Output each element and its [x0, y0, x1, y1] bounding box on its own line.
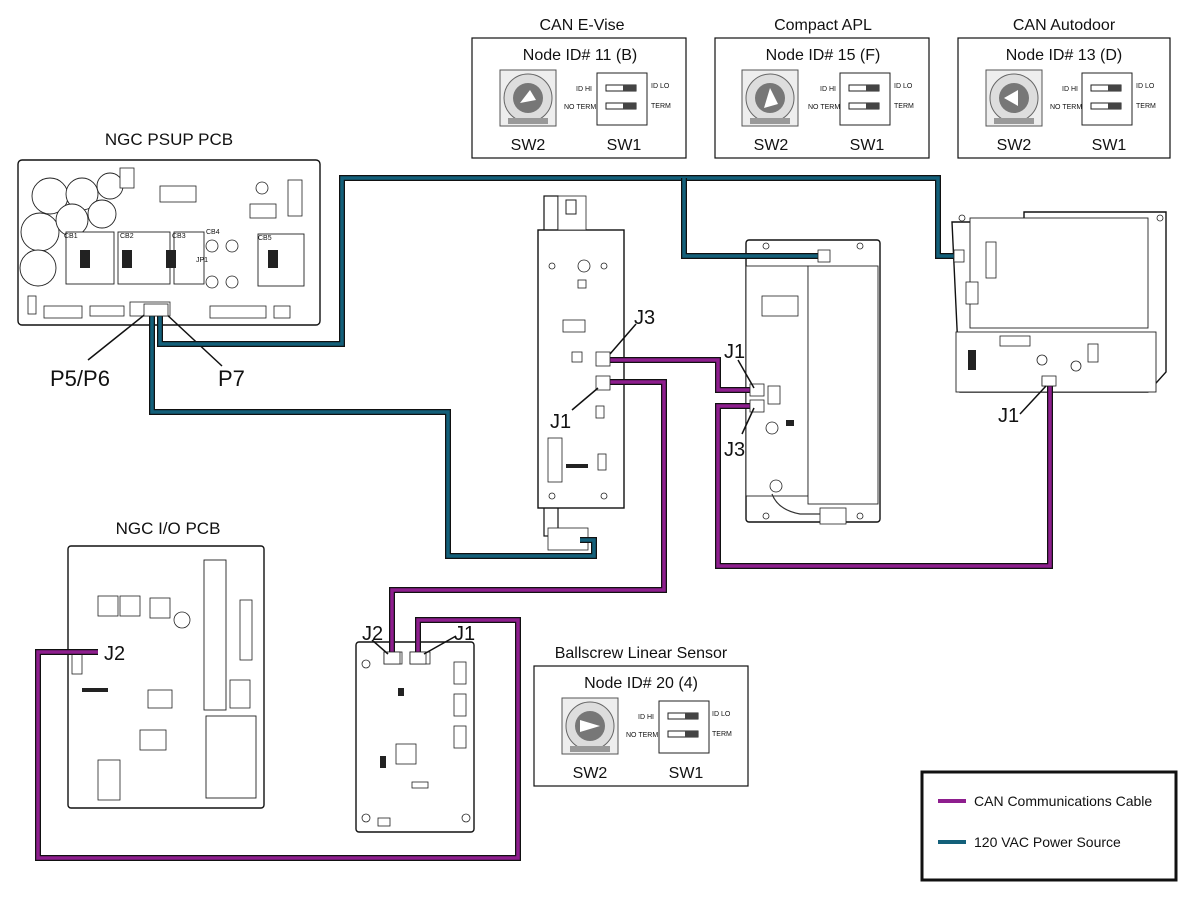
evise-assembly — [537, 195, 625, 551]
sw2-label: SW2 — [997, 137, 1032, 154]
legend-power-label: 120 VAC Power Source — [974, 834, 1121, 850]
p7-label: P7 — [218, 366, 245, 391]
evise-j3-label: J3 — [634, 307, 655, 329]
linear-j2-label: J2 — [362, 623, 383, 645]
node-id-label: Node ID# 11 (B) — [523, 47, 637, 64]
node-box-evise: CAN E-Vise Node ID# 11 (B) ID HI NO TERM… — [471, 17, 687, 159]
no-term-label: NO TERM — [564, 104, 596, 111]
node-id-label: Node ID# 13 (D) — [1006, 47, 1123, 64]
id-hi-label: ID HI — [576, 86, 592, 93]
term-label: TERM — [894, 103, 914, 110]
psup-cb3-label: CB3 — [172, 233, 186, 240]
sw2-label: SW2 — [754, 137, 789, 154]
dip-switch-sw1[interactable] — [1081, 72, 1133, 126]
no-term-label: NO TERM — [626, 732, 658, 739]
autodoor-assembly — [951, 211, 1167, 393]
id-lo-label: ID LO — [894, 83, 913, 90]
sw1-label: SW1 — [607, 137, 642, 154]
id-lo-label: ID LO — [1136, 83, 1155, 90]
psup-jp1-label: JP1 — [196, 257, 208, 264]
term-label: TERM — [712, 731, 732, 738]
evise-j1-label: J1 — [550, 411, 571, 433]
psup-cb2-label: CB2 — [120, 233, 134, 240]
psup-title: NGC PSUP PCB — [105, 130, 233, 149]
id-lo-label: ID LO — [651, 83, 670, 90]
node-id-label: Node ID# 20 (4) — [584, 675, 698, 692]
io-title: NGC I/O PCB — [116, 519, 221, 538]
psup-cb1-label: CB1 — [64, 233, 78, 240]
linear-j1-label: J1 — [454, 623, 475, 645]
node-box-apl: Compact APL Node ID# 15 (F) ID HI NO TER… — [714, 17, 930, 159]
id-hi-label: ID HI — [820, 86, 836, 93]
apl-j3-label: J3 — [724, 439, 745, 461]
sw1-label: SW1 — [850, 137, 885, 154]
io-pcb — [67, 545, 265, 809]
dip-switch-sw1[interactable] — [839, 72, 891, 126]
sw1-label: SW1 — [669, 765, 704, 782]
apl-j1-label: J1 — [724, 341, 745, 363]
term-label: TERM — [1136, 103, 1156, 110]
node-box-title: Ballscrew Linear Sensor — [555, 645, 728, 662]
sw2-label: SW2 — [511, 137, 546, 154]
rotary-switch-sw2[interactable] — [499, 69, 557, 127]
node-box-title: CAN Autodoor — [1013, 17, 1116, 34]
node-box-title: Compact APL — [774, 17, 872, 34]
rotary-switch-sw2[interactable] — [985, 69, 1043, 127]
rotary-switch-sw2[interactable] — [561, 697, 619, 755]
node-id-label: Node ID# 15 (F) — [766, 47, 881, 64]
psup-cb4-label: CB4 — [206, 229, 220, 236]
apl-assembly — [745, 239, 881, 525]
no-term-label: NO TERM — [808, 104, 840, 111]
id-lo-label: ID LO — [712, 711, 731, 718]
legend-can-label: CAN Communications Cable — [974, 793, 1152, 809]
term-label: TERM — [651, 103, 671, 110]
psup-cb5-label: CB5 — [258, 235, 272, 242]
psup-pcb: CB1 CB2 CB3 CB4 CB5 JP1 — [17, 159, 321, 326]
sw1-label: SW1 — [1092, 137, 1127, 154]
node-box-title: CAN E-Vise — [539, 17, 624, 34]
p5p6-label: P5/P6 — [50, 366, 110, 391]
io-j2-label: J2 — [104, 643, 125, 665]
id-hi-label: ID HI — [1062, 86, 1078, 93]
id-hi-label: ID HI — [638, 714, 654, 721]
rotary-switch-sw2[interactable] — [741, 69, 799, 127]
autodoor-j1-label: J1 — [998, 405, 1019, 427]
dip-switch-sw1[interactable] — [596, 72, 648, 126]
dip-switch-sw1[interactable] — [658, 700, 710, 754]
linear-sensor-pcb — [355, 641, 475, 833]
node-box-autodoor: CAN Autodoor Node ID# 13 (D) ID HI NO TE… — [957, 17, 1171, 159]
node-box-linear-sensor: Ballscrew Linear Sensor Node ID# 20 (4) … — [533, 645, 749, 787]
legend: CAN Communications Cable 120 VAC Power S… — [920, 770, 1178, 882]
no-term-label: NO TERM — [1050, 104, 1082, 111]
sw2-label: SW2 — [573, 765, 608, 782]
